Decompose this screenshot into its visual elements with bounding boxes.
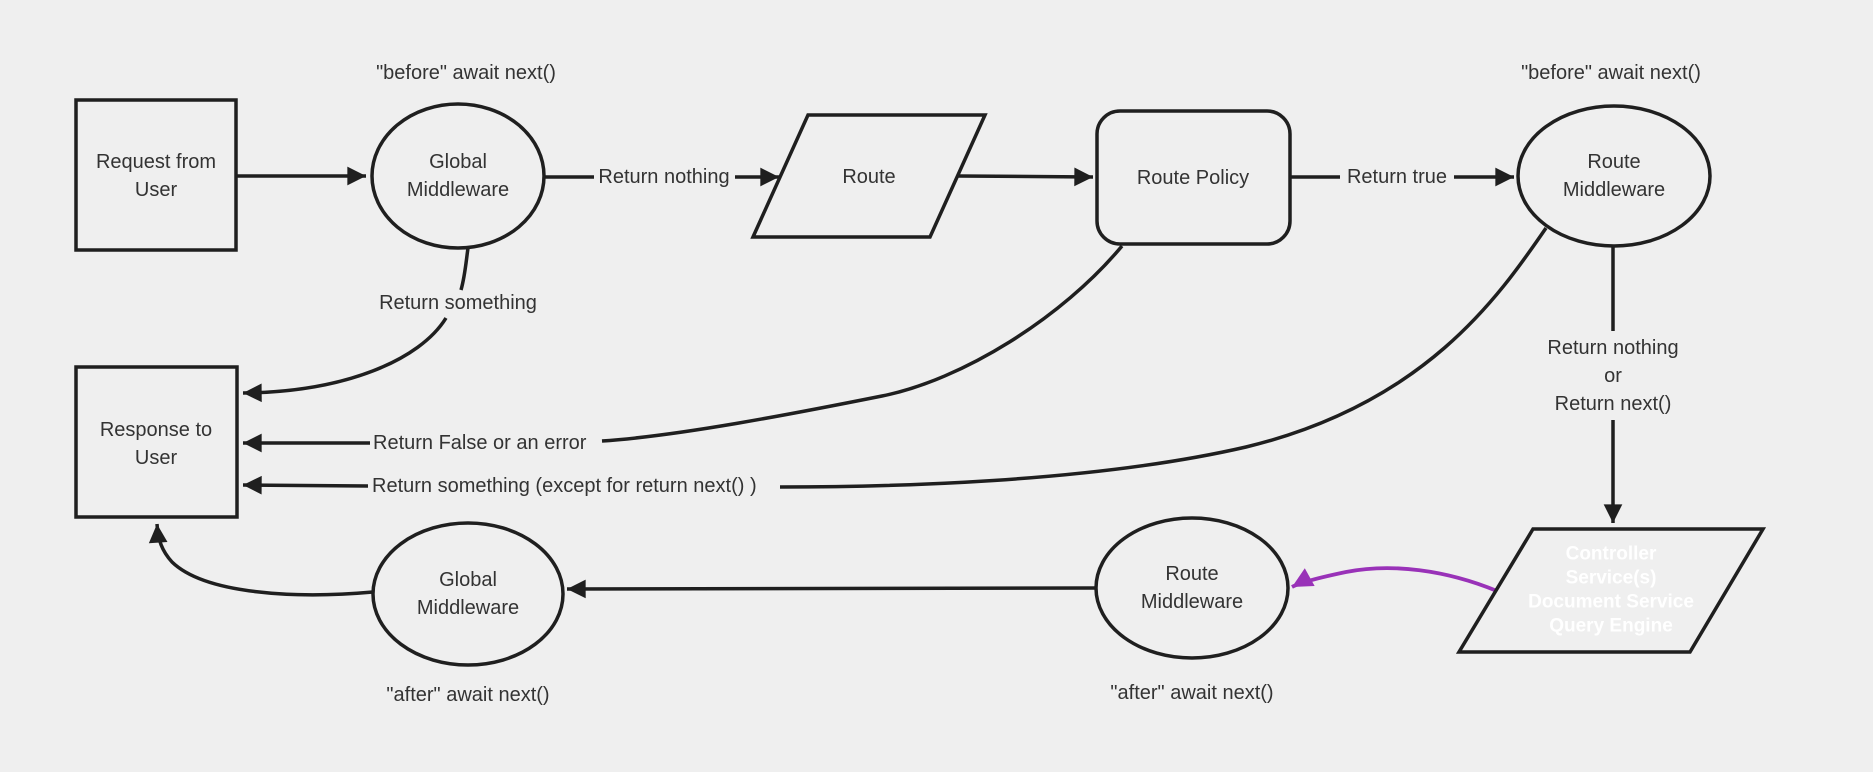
svg-text:Global: Global [439,569,497,591]
edge-route-middleware-to-response [242,227,1548,495]
svg-text:Middleware: Middleware [1141,591,1243,613]
label-return-false-or-error: Return False or an error [373,432,587,454]
label-return-something: Return something [379,292,537,314]
edge-route-middleware-bottom-to-global-middleware-bottom [566,579,1097,599]
svg-text:Request from: Request from [96,151,216,173]
svg-text:Middleware: Middleware [417,597,519,619]
edge-global-middleware-bottom-to-response [148,523,374,597]
label-return-nothing-or-next: Return nothing or Return next() [1547,337,1678,415]
label-return-true: Return true [1347,166,1447,188]
svg-text:User: User [135,179,178,201]
svg-text:Route: Route [1587,151,1640,173]
label-before-await-right: "before" await next() [1521,62,1701,84]
svg-text:Middleware: Middleware [407,179,509,201]
svg-text:Response to: Response to [100,419,212,441]
global-middleware-top-node: Global Middleware [370,102,546,250]
svg-text:Route Policy: Route Policy [1137,167,1249,189]
request-from-user-node: Request from User [74,98,238,252]
global-middleware-bottom-node: Global Middleware [371,521,565,667]
edge-global-middleware-to-response [242,247,470,403]
label-return-something-except: Return something (except for return next… [372,475,757,497]
svg-text:Route: Route [842,166,895,188]
route-policy-node: Route Policy [1095,109,1292,246]
edge-controller-to-route-middleware-bottom [1291,566,1498,593]
label-after-await-left: "after" await next() [386,684,549,706]
edge-route-policy-to-response [243,244,1124,453]
svg-text:Middleware: Middleware [1563,179,1665,201]
svg-text:Query Engine: Query Engine [1549,616,1673,637]
svg-text:Return nothing: Return nothing [1547,337,1678,359]
route-middleware-top-node: Route Middleware [1516,104,1712,248]
route-middleware-bottom-node: Route Middleware [1094,516,1290,660]
svg-text:Controller: Controller [1566,544,1657,565]
controller-services-node: Controller Service(s) Document Service Q… [1455,527,1767,654]
label-return-nothing: Return nothing [598,166,729,188]
label-after-await-right: "after" await next() [1110,682,1273,704]
response-to-user-node: Response to User [74,365,239,519]
svg-text:Route: Route [1165,563,1218,585]
svg-text:Document Service: Document Service [1528,592,1694,613]
svg-text:User: User [135,447,178,469]
svg-text:Global: Global [429,151,487,173]
edge-route-to-route-policy [957,167,1094,187]
label-before-await-left: "before" await next() [376,62,556,84]
svg-text:Service(s): Service(s) [1566,568,1657,589]
svg-text:Return next(): Return next() [1555,393,1672,415]
route-node: Route [750,113,988,239]
svg-text:or: or [1604,365,1622,387]
